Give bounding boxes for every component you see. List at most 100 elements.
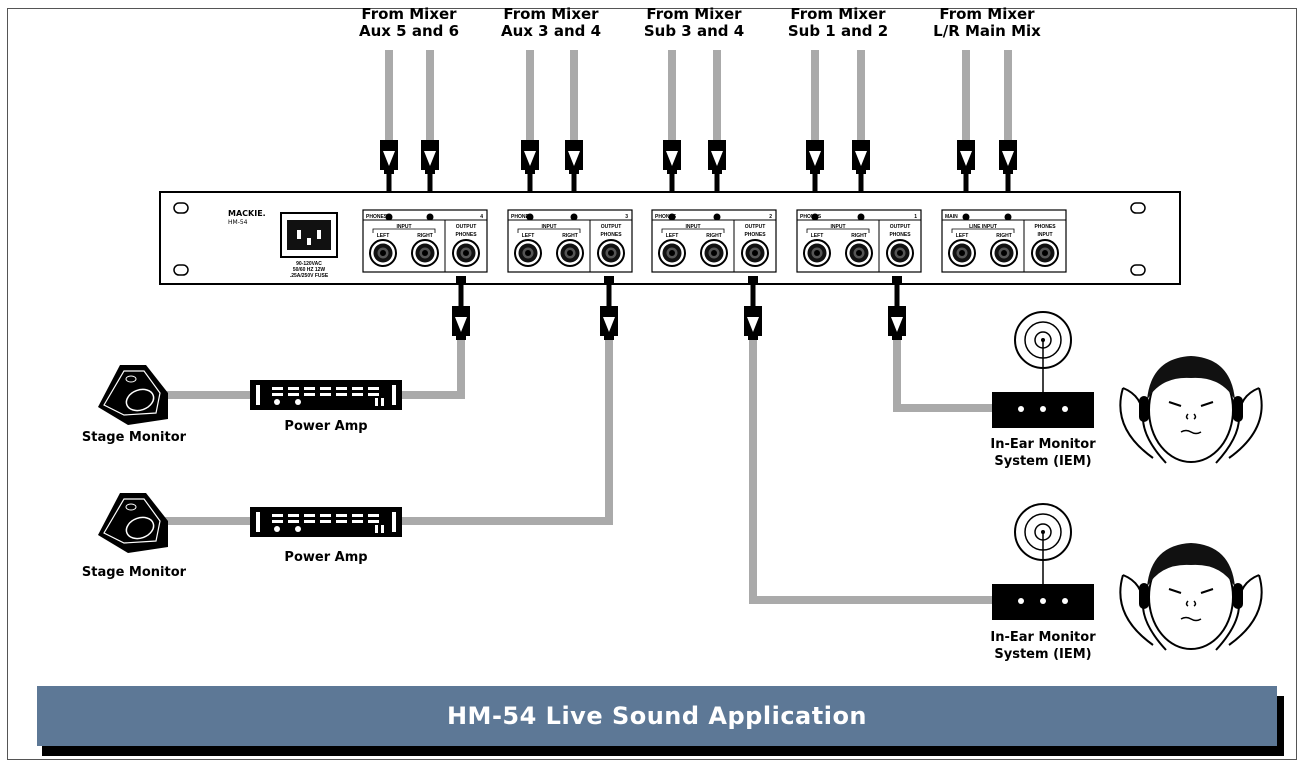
right-label: RIGHT <box>706 233 722 239</box>
iem-system-icon-1 <box>992 311 1094 428</box>
jack-left-ch3 <box>514 239 542 267</box>
right-label: RIGHT <box>562 233 578 239</box>
diagram-title: HM-54 Live Sound Application <box>446 702 868 730</box>
channel-number: 4 <box>480 214 483 220</box>
phones-label: PHONES <box>600 232 622 238</box>
plug-tip <box>570 213 578 221</box>
power-amp-label-1: Power Amp <box>284 419 368 434</box>
svg-text:MACKIE.: MACKIE. <box>228 209 266 218</box>
phones-input-label-1: PHONES <box>1034 224 1056 230</box>
stage-monitor-icon-2 <box>98 493 168 553</box>
plug-tip <box>526 213 534 221</box>
input-label: INPUT <box>831 224 846 230</box>
jack-right-ch1 <box>845 239 873 267</box>
jack-right-ch3 <box>556 239 584 267</box>
left-label: LEFT <box>666 233 679 239</box>
input-label: INPUT <box>686 224 701 230</box>
svg-text:HM-54: HM-54 <box>228 219 248 226</box>
plug-tip <box>426 213 434 221</box>
cable-ch1-to-iem1 <box>893 330 996 412</box>
jack-right-ch4 <box>411 239 439 267</box>
input-plug-6 <box>708 140 726 174</box>
left-label: LEFT <box>522 233 535 239</box>
listener-head-icon-1 <box>1119 356 1263 464</box>
power-amp-icon-2 <box>250 507 402 537</box>
diagram-frame <box>7 8 1297 760</box>
phones-label: PHONES <box>889 232 911 238</box>
jack-main-right <box>990 239 1018 267</box>
right-label: RIGHT <box>851 233 867 239</box>
jack-left-ch1 <box>803 239 831 267</box>
left-label: LEFT <box>811 233 824 239</box>
input-plug-9 <box>957 140 975 174</box>
cable-ch4-to-amp1 <box>393 330 465 399</box>
stage-monitor-icon-1 <box>98 365 168 425</box>
channel-number: 2 <box>769 214 772 220</box>
input-plug-1 <box>380 140 398 174</box>
title-bar: HM-54 Live Sound Application <box>37 686 1277 746</box>
cable-ch3-to-amp2 <box>393 330 613 525</box>
plug-tip <box>857 213 865 221</box>
svg-text:90-120VAC: 90-120VAC <box>296 261 322 267</box>
input-plug-7 <box>806 140 824 174</box>
jack-output-ch2 <box>741 239 769 267</box>
right-label: RIGHT <box>996 233 1012 239</box>
output-plug-3 <box>744 306 762 340</box>
output-label: OUTPUT <box>601 224 622 230</box>
right-label: RIGHT <box>417 233 433 239</box>
phones-input-label-2: INPUT <box>1038 232 1053 238</box>
plug-tip <box>668 213 676 221</box>
listener-head-icon-2 <box>1119 543 1263 651</box>
phones-label: PHONES <box>455 232 477 238</box>
stage-monitor-label-1: Stage Monitor <box>81 430 187 445</box>
main-name: MAIN <box>945 214 958 220</box>
stage-monitor-label-2: Stage Monitor <box>81 565 187 580</box>
phones-label: PHONES <box>744 232 766 238</box>
output-label: OUTPUT <box>745 224 766 230</box>
jack-right-ch2 <box>700 239 728 267</box>
channel-name: PHONES <box>511 214 533 220</box>
plug-tip <box>385 213 393 221</box>
jack-output-ch4 <box>452 239 480 267</box>
output-label: OUTPUT <box>890 224 911 230</box>
output-label: OUTPUT <box>456 224 477 230</box>
plug-tip <box>1004 213 1012 221</box>
input-plug-5 <box>663 140 681 174</box>
iem-system-icon-2 <box>992 503 1094 620</box>
power-amp-label-2: Power Amp <box>284 550 368 565</box>
channel-name: PHONES <box>655 214 677 220</box>
plug-tip <box>962 213 970 221</box>
input-plug-8 <box>852 140 870 174</box>
plug-tip <box>811 213 819 221</box>
cable-ch2-to-iem2 <box>749 330 996 604</box>
line-input-label: LINE INPUT <box>969 224 997 230</box>
channel-name: PHONES <box>800 214 822 220</box>
input-plug-2 <box>421 140 439 174</box>
input-plug-3 <box>521 140 539 174</box>
power-amp-icon-1 <box>250 380 402 410</box>
output-plug-4 <box>888 306 906 340</box>
jack-left-ch2 <box>658 239 686 267</box>
channel-number: 3 <box>625 214 628 220</box>
left-label: LEFT <box>377 233 390 239</box>
jack-output-ch3 <box>597 239 625 267</box>
left-label: LEFT <box>956 233 969 239</box>
channel-name: PHONES <box>366 214 388 220</box>
jack-output-ch1 <box>886 239 914 267</box>
plug-tip <box>713 213 721 221</box>
channel-number: 1 <box>914 214 917 220</box>
